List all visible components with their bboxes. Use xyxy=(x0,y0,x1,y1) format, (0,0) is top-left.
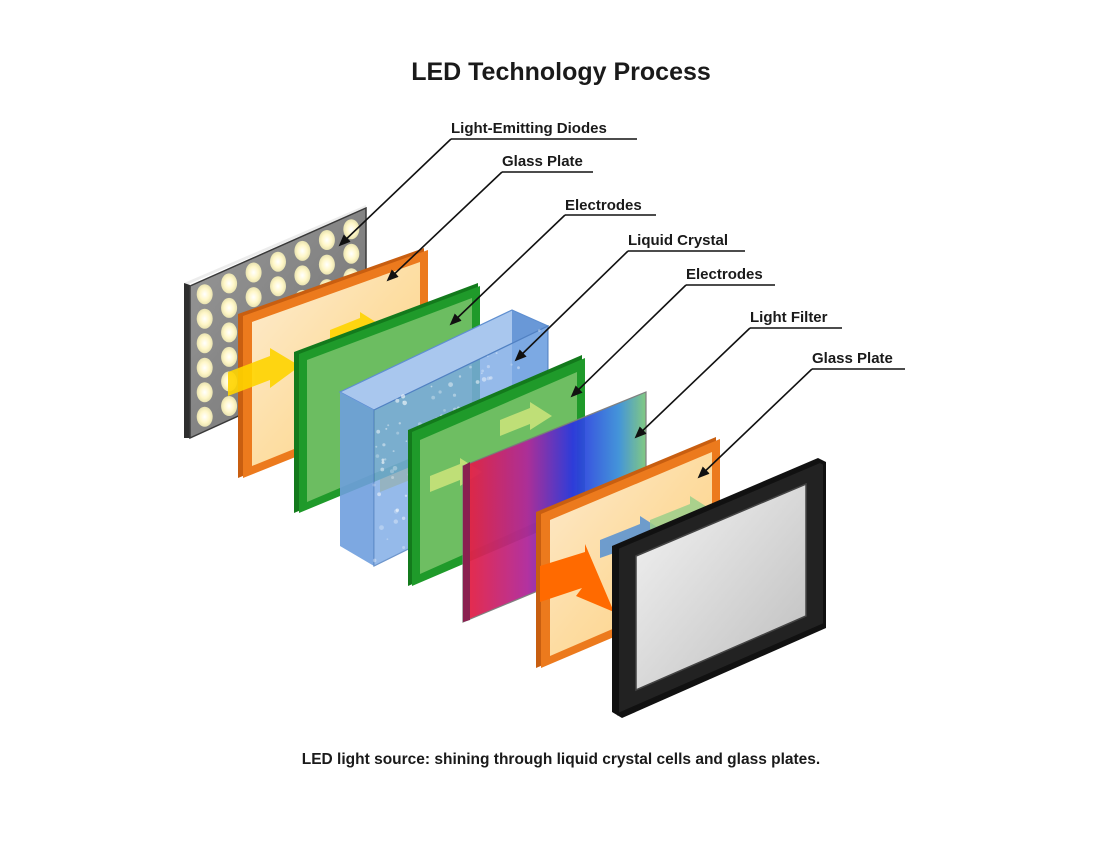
led-dot xyxy=(318,254,335,275)
crystal-speck xyxy=(538,329,541,332)
label-light-emitting-diodes: Light-Emitting Diodes xyxy=(338,120,637,247)
led-dot xyxy=(196,357,213,378)
display-screen xyxy=(612,458,826,718)
crystal-speck xyxy=(438,390,442,394)
led-dot xyxy=(221,396,238,416)
crystal-speck xyxy=(495,352,498,355)
crystal-speck xyxy=(469,365,472,369)
led-dot xyxy=(221,346,238,367)
crystal-speck xyxy=(395,398,400,403)
led-dot xyxy=(221,273,238,294)
crystal-speck xyxy=(392,466,398,471)
crystal-speck xyxy=(390,469,394,474)
crystal-speck xyxy=(372,558,377,563)
diagram-title: LED Technology Process xyxy=(411,58,711,86)
label-glass-plate-1: Glass Plate xyxy=(386,153,593,282)
crystal-speck xyxy=(402,546,406,549)
led-dot xyxy=(294,265,311,286)
led-dot xyxy=(245,262,262,283)
crystal-speck xyxy=(376,429,381,434)
crystal-speck xyxy=(395,508,399,512)
led-dot xyxy=(318,230,335,250)
led-dot xyxy=(270,251,286,272)
crystal-speck xyxy=(401,394,406,399)
crystal-speck xyxy=(443,409,446,412)
led-dot xyxy=(294,240,311,261)
svg-text:Glass Plate: Glass Plate xyxy=(812,350,893,367)
crystal-speck xyxy=(379,525,384,530)
crystal-speck xyxy=(401,516,406,520)
crystal-speck xyxy=(487,355,489,358)
crystal-speck xyxy=(391,476,395,479)
svg-text:Electrodes: Electrodes xyxy=(686,266,763,283)
crystal-speck xyxy=(392,450,395,453)
svg-text:Liquid Crystal: Liquid Crystal xyxy=(628,232,728,249)
led-dot xyxy=(196,406,213,427)
crystal-speck xyxy=(452,393,457,397)
led-dot xyxy=(196,308,213,329)
crystal-speck xyxy=(458,375,462,378)
crystal-speck xyxy=(380,467,385,472)
crystal-speck xyxy=(402,400,405,403)
crystal-speck xyxy=(481,369,484,373)
crystal-speck xyxy=(481,377,487,382)
diagram-caption: LED light source: shining through liquid… xyxy=(302,751,820,768)
crystal-speck xyxy=(402,400,408,406)
label-light-filter: Light Filter xyxy=(634,309,842,439)
crystal-speck xyxy=(398,422,401,425)
led-dot xyxy=(196,284,213,305)
crystal-speck xyxy=(517,366,520,370)
crystal-speck xyxy=(372,483,376,487)
svg-text:Glass Plate: Glass Plate xyxy=(502,153,583,170)
crystal-speck xyxy=(489,376,493,380)
crystal-speck xyxy=(381,461,385,464)
led-dot xyxy=(221,322,238,343)
led-dot xyxy=(196,333,213,354)
label-glass-plate-2: Glass Plate xyxy=(697,350,905,479)
crystal-speck xyxy=(385,427,388,430)
crystal-speck xyxy=(393,519,398,524)
crystal-speck xyxy=(480,372,483,375)
crystal-speck xyxy=(431,395,436,400)
crystal-speck xyxy=(377,492,381,497)
crystal-speck xyxy=(382,443,386,447)
led-dot xyxy=(245,287,262,308)
crystal-speck xyxy=(475,380,480,384)
label-electrodes-1: Electrodes xyxy=(449,197,656,326)
svg-text:Electrodes: Electrodes xyxy=(565,197,642,214)
svg-text:Light Filter: Light Filter xyxy=(750,309,828,326)
crystal-speck xyxy=(381,458,385,462)
crystal-speck xyxy=(387,424,390,427)
led-dot xyxy=(221,297,238,318)
crystal-speck xyxy=(384,458,387,461)
crystal-speck xyxy=(486,365,490,369)
crystal-speck xyxy=(430,385,433,388)
crystal-speck xyxy=(448,382,453,387)
led-dot xyxy=(196,382,213,403)
label-liquid-crystal: Liquid Crystal xyxy=(514,232,745,362)
led-dot xyxy=(343,219,360,240)
crystal-speck xyxy=(375,454,380,458)
label-electrodes-2: Electrodes xyxy=(570,266,775,398)
svg-text:Light-Emitting Diodes: Light-Emitting Diodes xyxy=(451,120,607,137)
crystal-speck xyxy=(375,445,378,448)
crystal-speck xyxy=(510,363,513,366)
led-dot xyxy=(270,276,286,297)
crystal-speck xyxy=(404,494,408,497)
crystal-speck xyxy=(386,538,389,541)
crystal-speck xyxy=(396,431,400,435)
led-dot xyxy=(343,243,360,264)
crystal-speck xyxy=(405,440,408,443)
crystal-speck xyxy=(486,376,491,381)
